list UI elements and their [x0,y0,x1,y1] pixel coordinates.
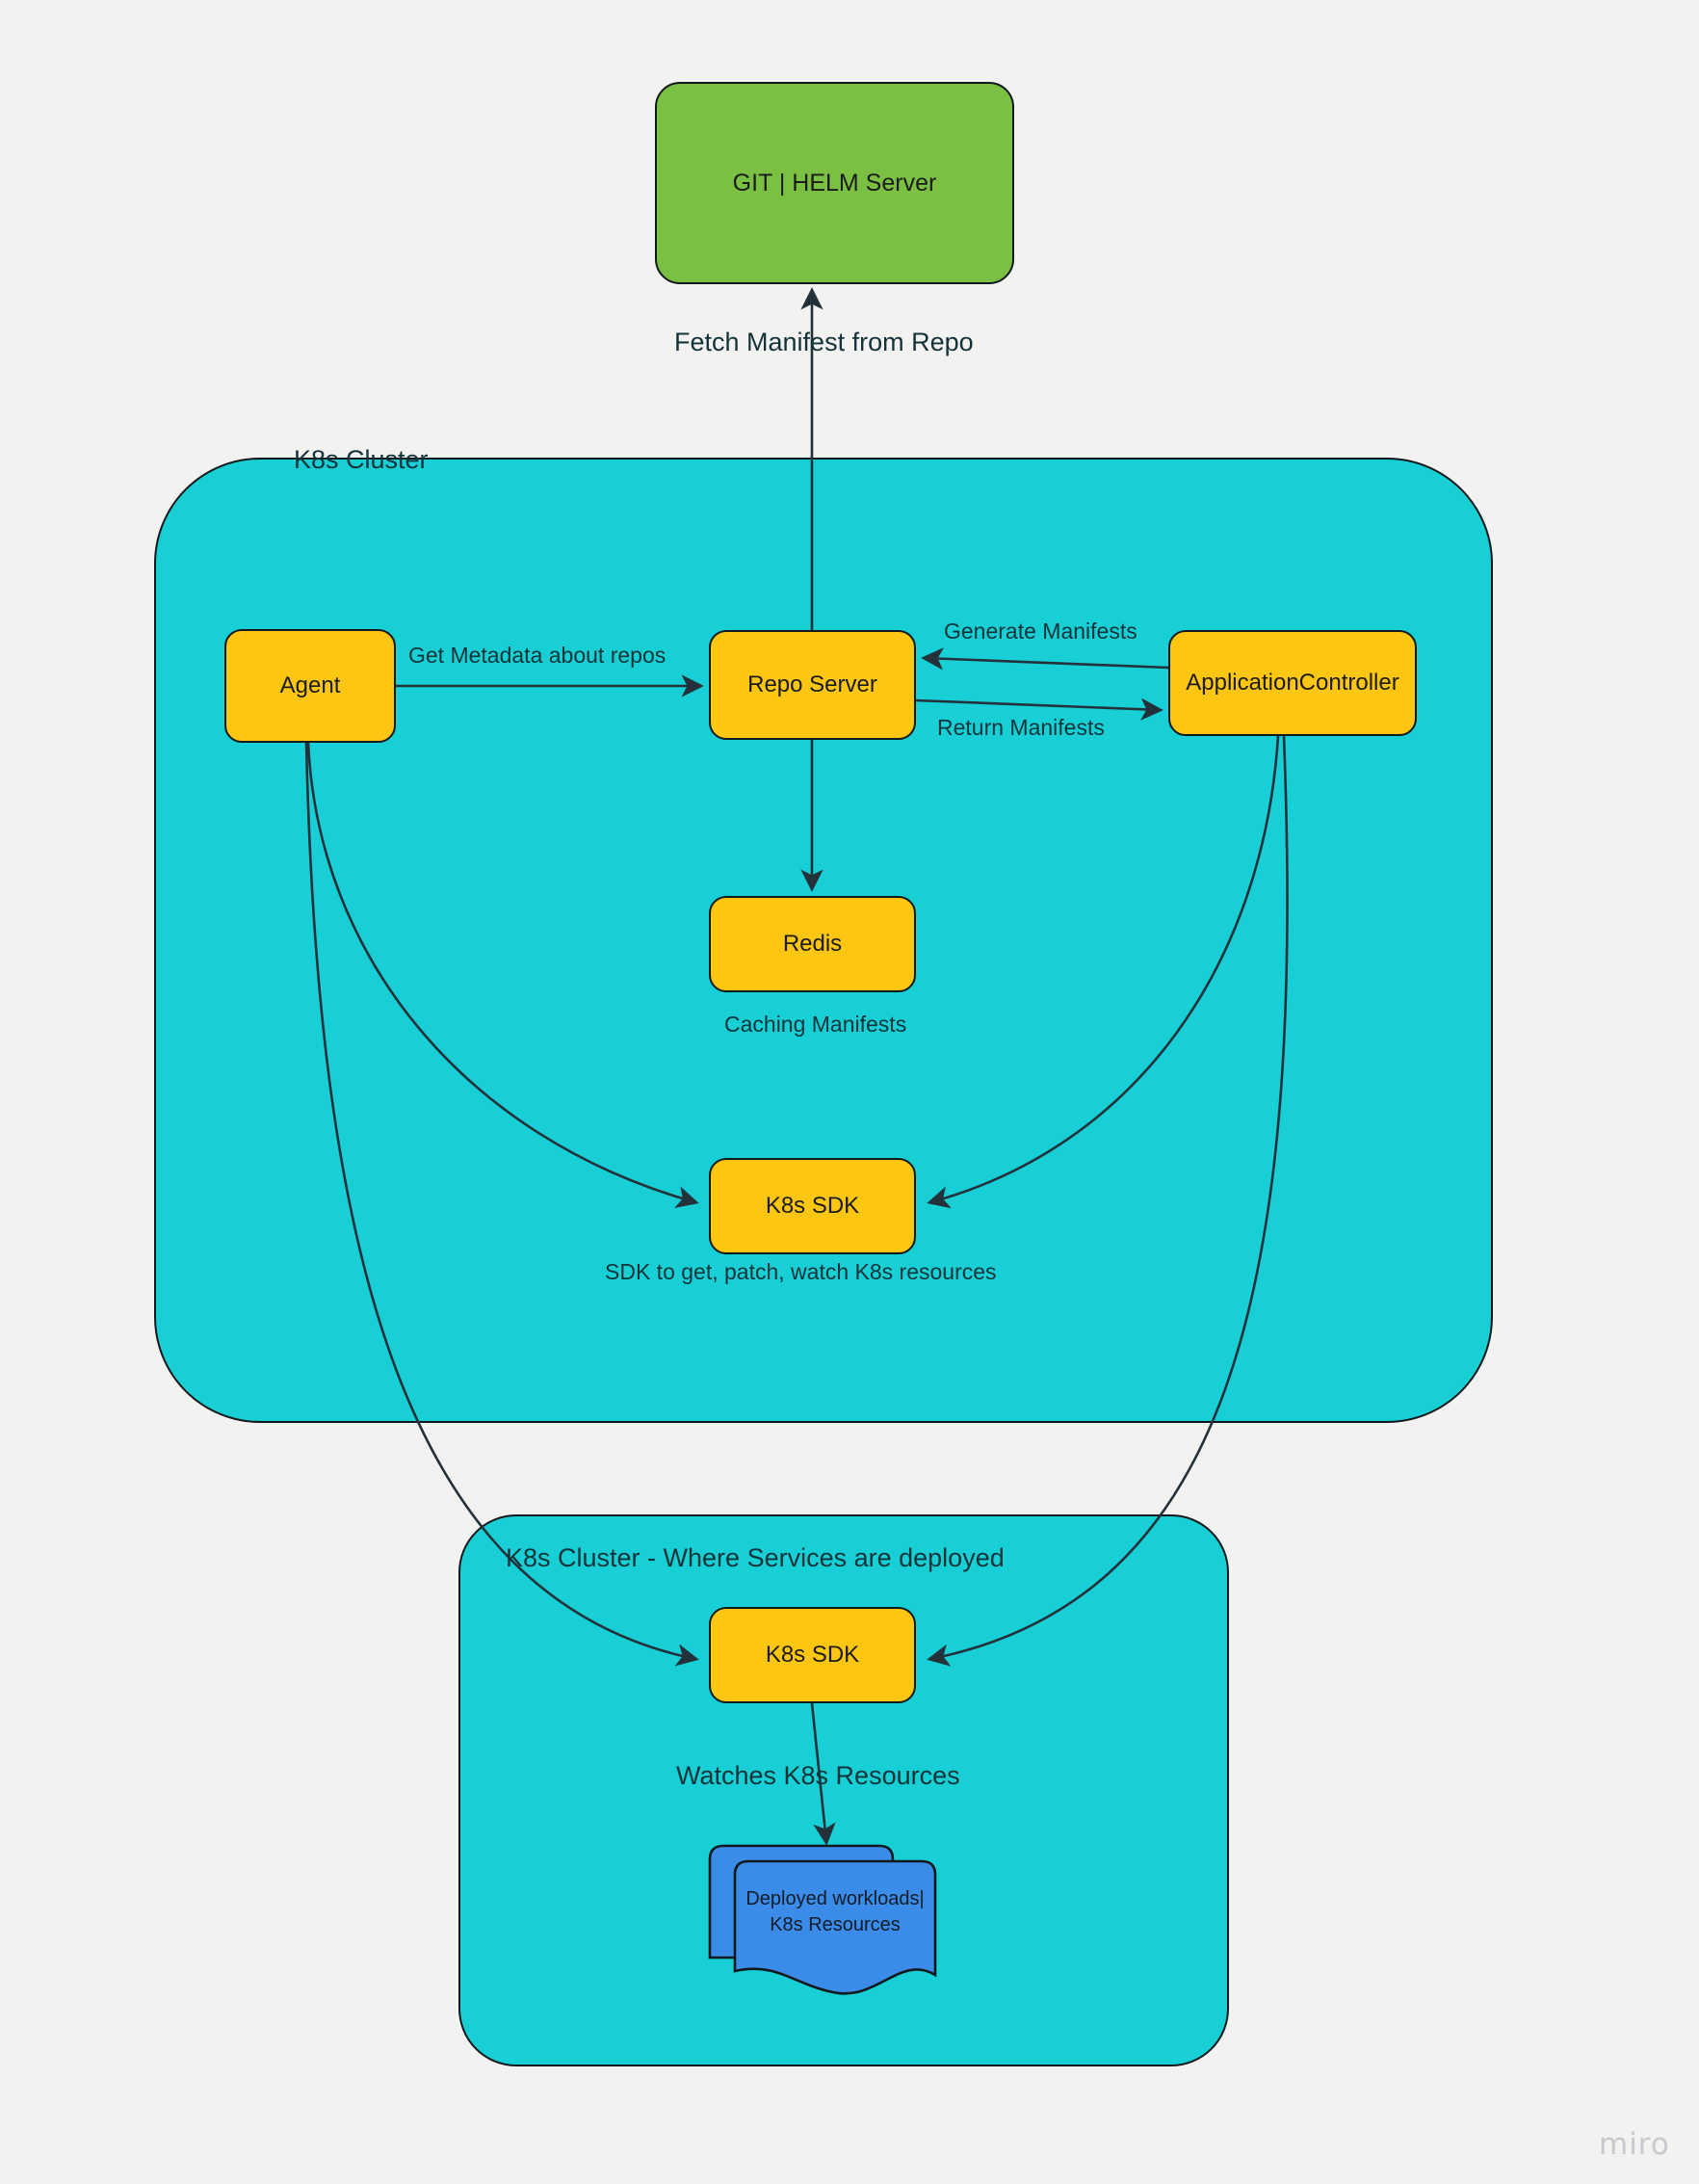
node-redis[interactable]: Redis [709,896,916,992]
node-deployed-workloads[interactable]: Deployed workloads| K8s Resources [698,1840,954,2013]
edge-label-get-metadata: Get Metadata about repos [408,643,667,668]
edge-label-fetch-manifest: Fetch Manifest from Repo [674,328,974,356]
node-git-helm-server[interactable]: GIT | HELM Server [655,82,1014,284]
miro-watermark: miro [1599,2127,1670,2162]
node-k8s-sdk-lower[interactable]: K8s SDK [709,1607,916,1703]
edge-label-watches-k8s-resources: Watches K8s Resources [676,1761,960,1790]
cluster-label-k8s-cluster: K8s Cluster [294,445,429,474]
caption-sdk-purpose: SDK to get, patch, watch K8s resources [605,1259,997,1284]
edge-label-return-manifests: Return Manifests [937,715,1105,740]
document-stack-icon [708,1844,937,1995]
node-agent[interactable]: Agent [224,629,396,743]
edge-label-generate-manifests: Generate Manifests [944,618,1137,644]
cluster-label-k8s-cluster-services: K8s Cluster - Where Services are deploye… [506,1543,1005,1572]
node-application-controller[interactable]: ApplicationController [1168,630,1417,736]
node-k8s-sdk-upper[interactable]: K8s SDK [709,1158,916,1254]
caption-caching-manifests: Caching Manifests [724,1012,907,1037]
deployed-workloads-label: Deployed workloads| K8s Resources [745,1888,925,1935]
node-repo-server[interactable]: Repo Server [709,630,916,740]
